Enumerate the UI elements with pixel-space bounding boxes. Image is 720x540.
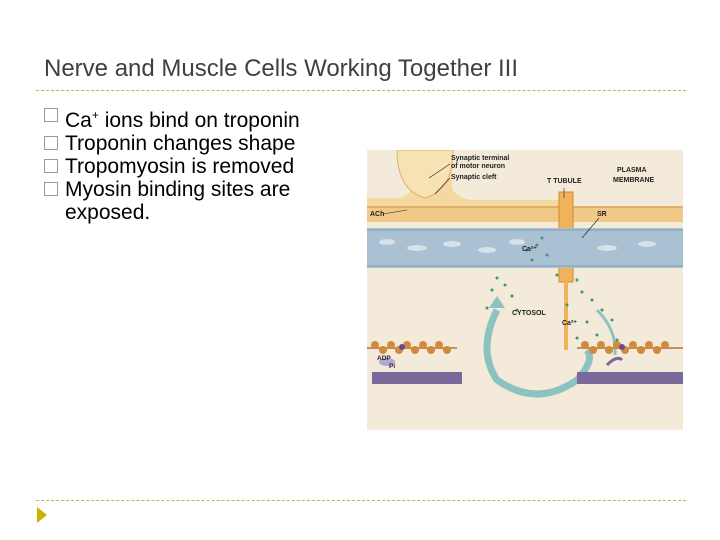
thick-filament-right [577, 372, 683, 384]
next-triangle-icon[interactable] [37, 507, 47, 523]
sr-vesicles [379, 239, 656, 253]
bullet-item: Myosin binding sites are exposed. [44, 178, 364, 224]
bullet-box-icon [44, 136, 58, 150]
bullet-text: Troponin changes shape [65, 132, 296, 155]
bullet-box-icon [44, 159, 58, 173]
svg-text:Synaptic cleft: Synaptic cleft [451, 174, 497, 181]
thin-filament-right [577, 341, 683, 354]
svg-text:PLASMA: PLASMA [617, 167, 647, 174]
svg-text:Ca²⁺: Ca²⁺ [522, 246, 537, 253]
figure-labels: Synaptic terminal of motor neuron Synapt… [370, 155, 655, 370]
svg-text:ADP: ADP [377, 355, 391, 362]
bullet-text: Tropomyosin is removed [65, 155, 295, 178]
bullet-item: Tropomyosin is removed [44, 155, 364, 178]
svg-text:T TUBULE: T TUBULE [547, 178, 582, 185]
recycle-arrow [483, 308, 593, 398]
bullet-box-icon [44, 108, 58, 122]
bullet-list: Ca+ ions bind on troponin Troponin chang… [44, 104, 364, 224]
svg-text:ACh: ACh [370, 211, 384, 218]
plasma-membrane [367, 207, 683, 222]
calcium-dots [485, 236, 619, 342]
bullet-text: Myosin binding sites are exposed. [65, 178, 291, 224]
myosin-head-left [379, 358, 395, 366]
title-divider [36, 90, 686, 91]
thin-filament-left [367, 341, 457, 354]
bullet-item: Troponin changes shape [44, 132, 364, 155]
slide-title: Nerve and Muscle Cells Working Together … [44, 55, 518, 82]
svg-text:MEMBRANE: MEMBRANE [613, 177, 655, 184]
muscle-contraction-figure: Synaptic terminal of motor neuron Synapt… [367, 150, 683, 430]
svg-text:Synaptic terminal: Synaptic terminal [451, 155, 509, 162]
svg-text:Ca²⁺: Ca²⁺ [562, 320, 577, 327]
svg-text:SR: SR [597, 211, 607, 218]
bullet-item: Ca+ ions bind on troponin [44, 104, 364, 132]
bullet-text: Ca+ ions bind on troponin [65, 108, 300, 132]
footer-divider [36, 500, 686, 501]
thick-filament-left [372, 372, 462, 384]
bullet-box-icon [44, 182, 58, 196]
synaptic-terminal [396, 150, 454, 199]
svg-text:Pi: Pi [389, 363, 395, 370]
svg-text:of motor neuron: of motor neuron [451, 163, 505, 170]
myosin-head-right [605, 356, 624, 367]
svg-text:CYTOSOL: CYTOSOL [512, 310, 546, 317]
